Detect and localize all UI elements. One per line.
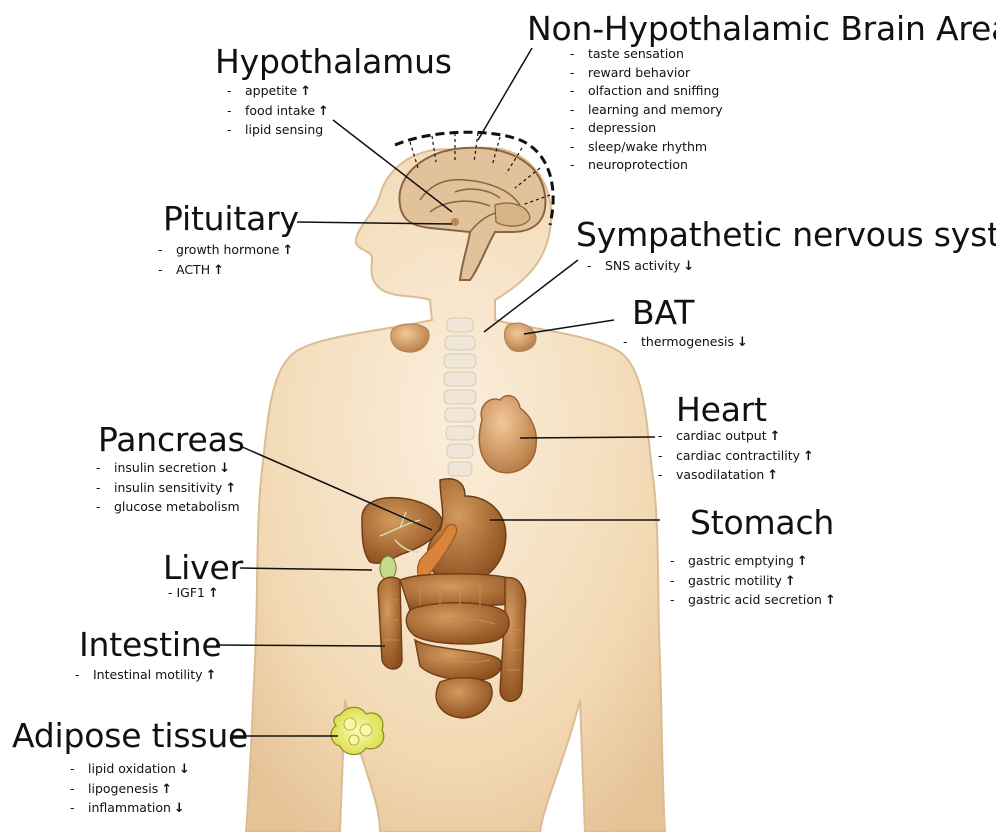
list-item: -inflammation↓ xyxy=(70,799,190,819)
up-arrow-icon: ↑ xyxy=(213,263,224,278)
non-hypothalamic-title: Non-Hypothalamic Brain Areas xyxy=(527,12,996,45)
pancreas-list: -insulin secretion↓ -insulin sensitivity… xyxy=(96,459,240,517)
list-item: -gastric emptying↑ xyxy=(670,552,836,572)
list-item: -olfaction and sniffing xyxy=(570,82,723,101)
pituitary-title: Pituitary xyxy=(163,202,299,235)
sns-list: -SNS activity↓ xyxy=(587,257,694,277)
list-item: -taste sensation xyxy=(570,45,723,64)
down-arrow-icon: ↓ xyxy=(179,762,190,777)
list-item: -lipid sensing xyxy=(227,121,329,140)
list-item: -neuroprotection xyxy=(570,156,723,175)
hypothalamus-title: Hypothalamus xyxy=(215,45,452,78)
stomach-title: Stomach xyxy=(690,506,834,539)
bat-title: BAT xyxy=(632,296,694,329)
list-item: -cardiac output↑ xyxy=(658,427,814,447)
up-arrow-icon: ↑ xyxy=(225,481,236,496)
up-arrow-icon: ↑ xyxy=(300,84,311,99)
intestine-list: -Intestinal motility↑ xyxy=(75,666,216,686)
liver-title: Liver xyxy=(163,551,243,584)
list-item: -thermogenesis↓ xyxy=(623,333,748,353)
list-item: -appetite↑ xyxy=(227,82,329,102)
up-arrow-icon: ↑ xyxy=(770,429,781,444)
list-item: -sleep/wake rhythm xyxy=(570,138,723,157)
list-item: -glucose metabolism xyxy=(96,498,240,517)
list-item: -depression xyxy=(570,119,723,138)
list-item: -ACTH↑ xyxy=(158,261,293,281)
list-item: -food intake↑ xyxy=(227,102,329,122)
pituitary-list: -growth hormone↑ -ACTH↑ xyxy=(158,241,293,280)
up-arrow-icon: ↑ xyxy=(785,574,796,589)
down-arrow-icon: ↓ xyxy=(174,801,185,816)
list-item: -Intestinal motility↑ xyxy=(75,666,216,686)
adipose-title: Adipose tissue xyxy=(12,719,248,752)
spine-illustration xyxy=(444,318,476,476)
list-item: -SNS activity↓ xyxy=(587,257,694,277)
list-item: -reward behavior xyxy=(570,64,723,83)
list-item: -insulin sensitivity↑ xyxy=(96,479,240,499)
heart-title: Heart xyxy=(676,393,767,426)
stomach-list: -gastric emptying↑ -gastric motility↑ -g… xyxy=(670,552,836,611)
list-item: -cardiac contractility↑ xyxy=(658,447,814,467)
heart-list: -cardiac output↑ -cardiac contractility↑… xyxy=(658,427,814,486)
intestine-title: Intestine xyxy=(79,628,222,661)
down-arrow-icon: ↓ xyxy=(683,259,694,274)
bat-left xyxy=(391,324,429,352)
up-arrow-icon: ↑ xyxy=(208,586,219,601)
hypothalamus-list: -appetite↑ -food intake↑ -lipid sensing xyxy=(227,82,329,140)
up-arrow-icon: ↑ xyxy=(318,104,329,119)
list-item: -lipid oxidation↓ xyxy=(70,760,190,780)
bat-list: -thermogenesis↓ xyxy=(623,333,748,353)
down-arrow-icon: ↓ xyxy=(737,335,748,350)
liver-list: - IGF1↑ xyxy=(168,584,219,604)
up-arrow-icon: ↑ xyxy=(803,449,814,464)
list-item: -gastric motility↑ xyxy=(670,572,836,592)
up-arrow-icon: ↑ xyxy=(825,593,836,608)
list-item: -gastric acid secretion↑ xyxy=(670,591,836,611)
list-item: -learning and memory xyxy=(570,101,723,120)
up-arrow-icon: ↑ xyxy=(206,668,217,683)
adipose-list: -lipid oxidation↓ -lipogenesis↑ -inflamm… xyxy=(70,760,190,819)
pancreas-title: Pancreas xyxy=(98,423,245,456)
list-item: -vasodilatation↑ xyxy=(658,466,814,486)
sns-title: Sympathetic nervous system xyxy=(576,218,996,251)
list-item: -lipogenesis↑ xyxy=(70,780,190,800)
up-arrow-icon: ↑ xyxy=(161,782,172,797)
up-arrow-icon: ↑ xyxy=(797,554,808,569)
up-arrow-icon: ↑ xyxy=(767,468,778,483)
non-hypothalamic-list: -taste sensation -reward behavior -olfac… xyxy=(570,45,723,175)
up-arrow-icon: ↑ xyxy=(282,243,293,258)
list-item: -growth hormone↑ xyxy=(158,241,293,261)
down-arrow-icon: ↓ xyxy=(219,461,230,476)
list-item: -insulin secretion↓ xyxy=(96,459,240,479)
list-item: - IGF1↑ xyxy=(168,584,219,604)
